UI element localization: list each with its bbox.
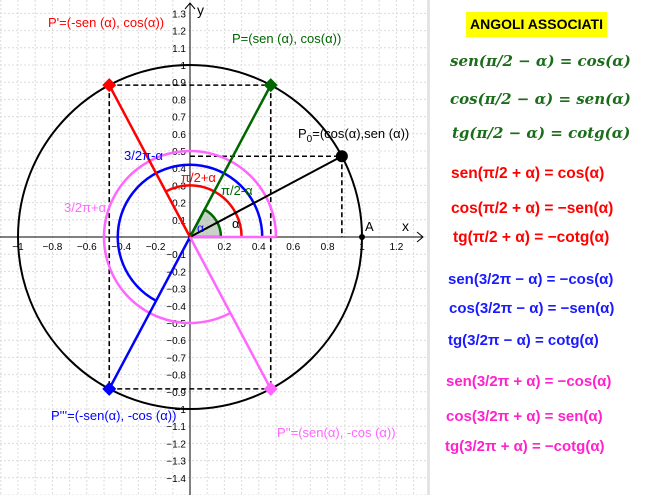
radius-P0: [189, 155, 343, 238]
angle-label-3-2pi-minus: 3/2π-α: [124, 148, 163, 163]
x-axis-label: x: [402, 218, 409, 234]
radius-P2: [188, 236, 272, 390]
panel-title: ANGOLI ASSOCIATI: [466, 12, 607, 37]
point-P2[interactable]: [263, 381, 278, 396]
y-tick-label: −0.1: [166, 250, 186, 261]
angle-arc-3-2pi-minus-alpha: [116, 163, 264, 302]
radius-P3: [108, 236, 192, 390]
formula: tg(3/2π − α) = cotg(α): [448, 332, 599, 349]
angle-label-3-2pi-plus: 3/2π+α: [64, 200, 107, 215]
formula-panel: ANGOLI ASSOCIATI sen(π/2 − α) = cos(α) c…: [430, 0, 669, 495]
x-axis-arrow-icon: [416, 231, 424, 243]
y-tick-label: −0.4: [166, 302, 186, 313]
y-tick-label: 0.8: [172, 95, 186, 106]
label-P2: P''=(sen(α), -cos (α)): [277, 425, 396, 440]
formula: cos(π/2 − α) = sen(α): [450, 90, 631, 108]
label-A: A: [365, 219, 374, 234]
radius-P1: [108, 84, 192, 238]
x-tick-label: −0.6: [77, 242, 97, 253]
graphics-view[interactable]: −1 −0.8 −0.6 −0.4 −0.2 0.2 0.4 0.6 0.8 1 1.2 −1.4 −1…: [0, 0, 427, 495]
point-A[interactable]: [359, 234, 365, 240]
y-tick-label: 0.6: [172, 130, 186, 141]
x-tick-label: −0.8: [43, 242, 63, 253]
y-tick-label: 1.3: [172, 9, 186, 20]
panel-divider[interactable]: [427, 0, 430, 495]
y-tick-label: −0.3: [166, 285, 186, 296]
y-tick-label: −0.9: [166, 388, 186, 399]
formula: cos(π/2 + α) = −sen(α): [451, 200, 614, 217]
y-tick-label: 0.7: [172, 113, 186, 124]
label-P1: P'=(-sen (α), cos(α)): [48, 15, 164, 30]
y-tick-label: 0.9: [172, 78, 186, 89]
label-P0: P0=(cos(α),sen (α)): [298, 126, 409, 145]
y-tick-label: −0.8: [166, 371, 186, 382]
y-tick-label: −0.2: [166, 267, 186, 278]
formula: cos(3/2π − α) = −sen(α): [449, 300, 615, 317]
y-tick-label: −0.5: [166, 319, 186, 330]
y-tick-label: 0.1: [172, 216, 186, 227]
y-tick-label: 0.4: [172, 164, 186, 175]
x-tick-label: 0.6: [286, 242, 300, 253]
y-tick-label: −1.1: [166, 422, 186, 433]
formula: tg(π/2 + α) = −cotg(α): [453, 229, 610, 246]
x-tick-label: 0.4: [252, 242, 266, 253]
y-axis-label: y: [197, 2, 204, 18]
point-P3[interactable]: [102, 381, 117, 396]
y-tick-label: 1.1: [172, 44, 186, 55]
formula: tg(3/2π + α) = −cotg(α): [445, 438, 605, 455]
y-tick-label: −1.3: [166, 457, 186, 468]
formula: sen(3/2π − α) = −cos(α): [448, 271, 614, 288]
point-P1[interactable]: [102, 78, 117, 93]
x-tick-label: 1.2: [389, 242, 403, 253]
formula: cos(3/2π + α) = sen(α): [446, 408, 603, 425]
x-tick-label: 0.2: [217, 242, 231, 253]
point-P[interactable]: [263, 78, 278, 93]
formula: tg(π/2 − α) = cotg(α): [452, 124, 631, 142]
angle-arc-3-2pi-plus-alpha: [102, 149, 278, 325]
y-tick-label: −1: [175, 405, 187, 416]
angle-label-pi2-minus: π/2-α: [221, 183, 253, 198]
y-tick-label: −0.6: [166, 336, 186, 347]
angle-label-alpha: α: [232, 216, 240, 231]
x-tick-label: 0.8: [321, 242, 335, 253]
y-tick-label: −0.7: [166, 353, 186, 364]
point-P0[interactable]: [335, 150, 348, 163]
formula: sen(π/2 − α) = cos(α): [450, 52, 631, 70]
radius-P: [188, 84, 272, 238]
y-tick-label: 0.2: [172, 199, 186, 210]
x-tick-label: −0.4: [111, 242, 131, 253]
angle-label-alpha-small: α: [197, 221, 204, 235]
formula: sen(3/2π + α) = −cos(α): [446, 373, 612, 390]
formula: sen(π/2 + α) = cos(α): [451, 165, 605, 182]
y-tick-label: 1: [180, 61, 186, 72]
angle-label-pi2-plus: π/2+α: [181, 170, 216, 185]
y-tick-label: 1.2: [172, 27, 186, 38]
label-P: P=(sen (α), cos(α)): [232, 31, 341, 46]
y-tick-label: −1.4: [166, 474, 186, 485]
label-P3: P'''=(-sen(α), -cos (α)): [51, 408, 176, 423]
y-tick-label: −1.2: [166, 439, 186, 450]
y-axis-arrow-icon: [184, 2, 196, 10]
x-tick-label: −0.2: [146, 242, 166, 253]
angle-arc-pi2-plus-alpha: [165, 184, 243, 238]
